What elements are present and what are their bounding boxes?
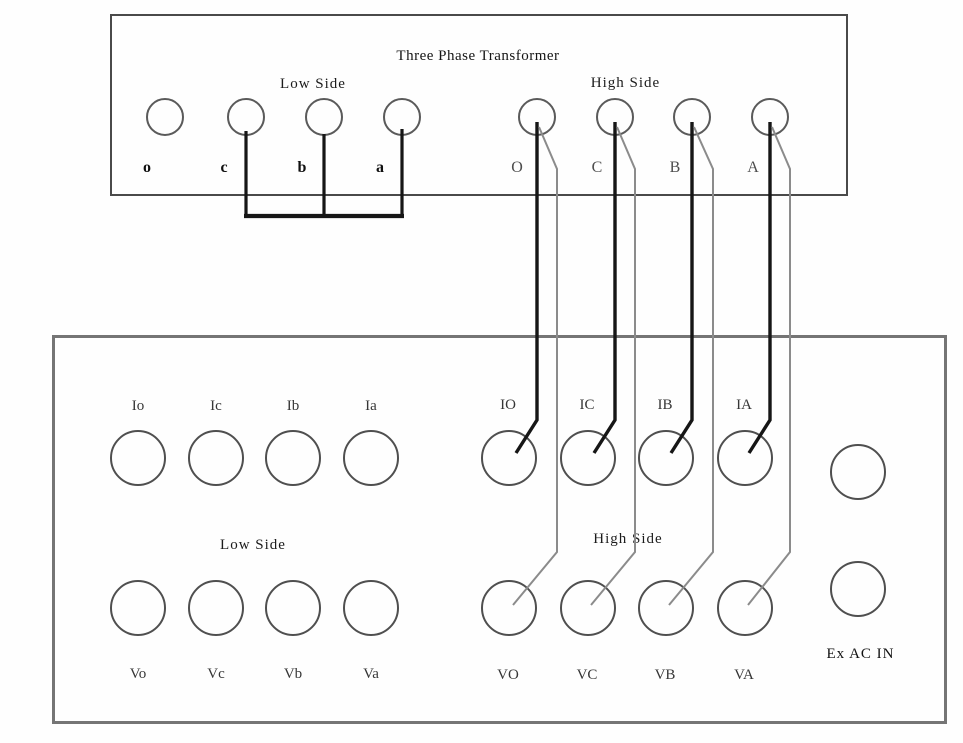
transformer-terminal-a-label: a: [376, 159, 384, 176]
transformer-low-side-label: Low Side: [280, 76, 346, 92]
analyzer-terminal-VC-circle: [560, 580, 616, 636]
analyzer-terminal-IC-circle: [560, 430, 616, 486]
analyzer-low-side-label: Low Side: [220, 537, 286, 553]
analyzer-terminal-VB-circle: [638, 580, 694, 636]
analyzer-terminal-Io-label: Io: [131, 398, 145, 414]
analyzer-terminal-Vb-label: Vb: [283, 666, 303, 682]
transformer-high-side-label: High Side: [590, 75, 661, 91]
analyzer-terminal-VA-label: VA: [734, 667, 754, 683]
analyzer-terminal-Vb-circle: [265, 580, 321, 636]
analyzer-terminal-Io-circle: [110, 430, 166, 486]
transformer-terminal-c-circle: [227, 98, 265, 136]
transformer-box: [110, 14, 848, 196]
transformer-terminal-C-label: C: [591, 159, 603, 176]
analyzer-terminal-Ib-circle: [265, 430, 321, 486]
analyzer-terminal-IA-label: IA: [736, 397, 752, 413]
transformer-terminal-C-circle: [596, 98, 634, 136]
analyzer-high-side-label: High Side: [593, 531, 663, 547]
transformer-terminal-O-label: O: [511, 159, 523, 176]
transformer-terminal-O-circle: [518, 98, 556, 136]
analyzer-terminal-Va-label: Va: [363, 666, 379, 682]
transformer-terminal-B-label: B: [669, 159, 681, 176]
analyzer-terminal-VB-label: VB: [654, 667, 676, 683]
transformer-terminal-A-circle: [751, 98, 789, 136]
analyzer-terminal-Ia-label: Ia: [365, 398, 377, 414]
analyzer-terminal-IC-label: IC: [579, 397, 595, 413]
analyzer-terminal-Va-circle: [343, 580, 399, 636]
analyzer-terminal-IO-label: IO: [500, 397, 516, 413]
transformer-terminal-c-label: c: [220, 159, 228, 176]
analyzer-terminal-Vo-label: Vo: [129, 666, 147, 682]
analyzer-terminal-Vc-circle: [188, 580, 244, 636]
analyzer-terminal-VO-circle: [481, 580, 537, 636]
analyzer-terminal-Ic-label: Ic: [210, 398, 222, 414]
analyzer-terminal-Ib-label: Ib: [286, 398, 300, 414]
ex-ac-in-terminal-1-circle: [830, 444, 886, 500]
analyzer-terminal-Ic-circle: [188, 430, 244, 486]
transformer-terminal-b-circle: [305, 98, 343, 136]
transformer-terminal-B-circle: [673, 98, 711, 136]
transformer-terminal-A-label: A: [747, 159, 759, 176]
ex-ac-in-terminal-2-circle: [830, 561, 886, 617]
transformer-title: Three Phase Transformer: [396, 48, 560, 64]
analyzer-terminal-Vo-circle: [110, 580, 166, 636]
ex-ac-in-label: Ex AC IN: [826, 646, 895, 662]
transformer-terminal-a-circle: [383, 98, 421, 136]
analyzer-terminal-VC-label: VC: [576, 667, 598, 683]
transformer-terminal-o-label: o: [143, 159, 151, 176]
analyzer-terminal-IO-circle: [481, 430, 537, 486]
analyzer-terminal-Ia-circle: [343, 430, 399, 486]
transformer-terminal-o-circle: [146, 98, 184, 136]
analyzer-terminal-VA-circle: [717, 580, 773, 636]
transformer-terminal-b-label: b: [297, 159, 307, 176]
analyzer-terminal-IB-circle: [638, 430, 694, 486]
analyzer-terminal-IB-label: IB: [657, 397, 673, 413]
analyzer-terminal-IA-circle: [717, 430, 773, 486]
analyzer-terminal-Vc-label: Vc: [207, 666, 225, 682]
analyzer-terminal-VO-label: VO: [497, 667, 519, 683]
analyzer-box: [52, 335, 947, 724]
